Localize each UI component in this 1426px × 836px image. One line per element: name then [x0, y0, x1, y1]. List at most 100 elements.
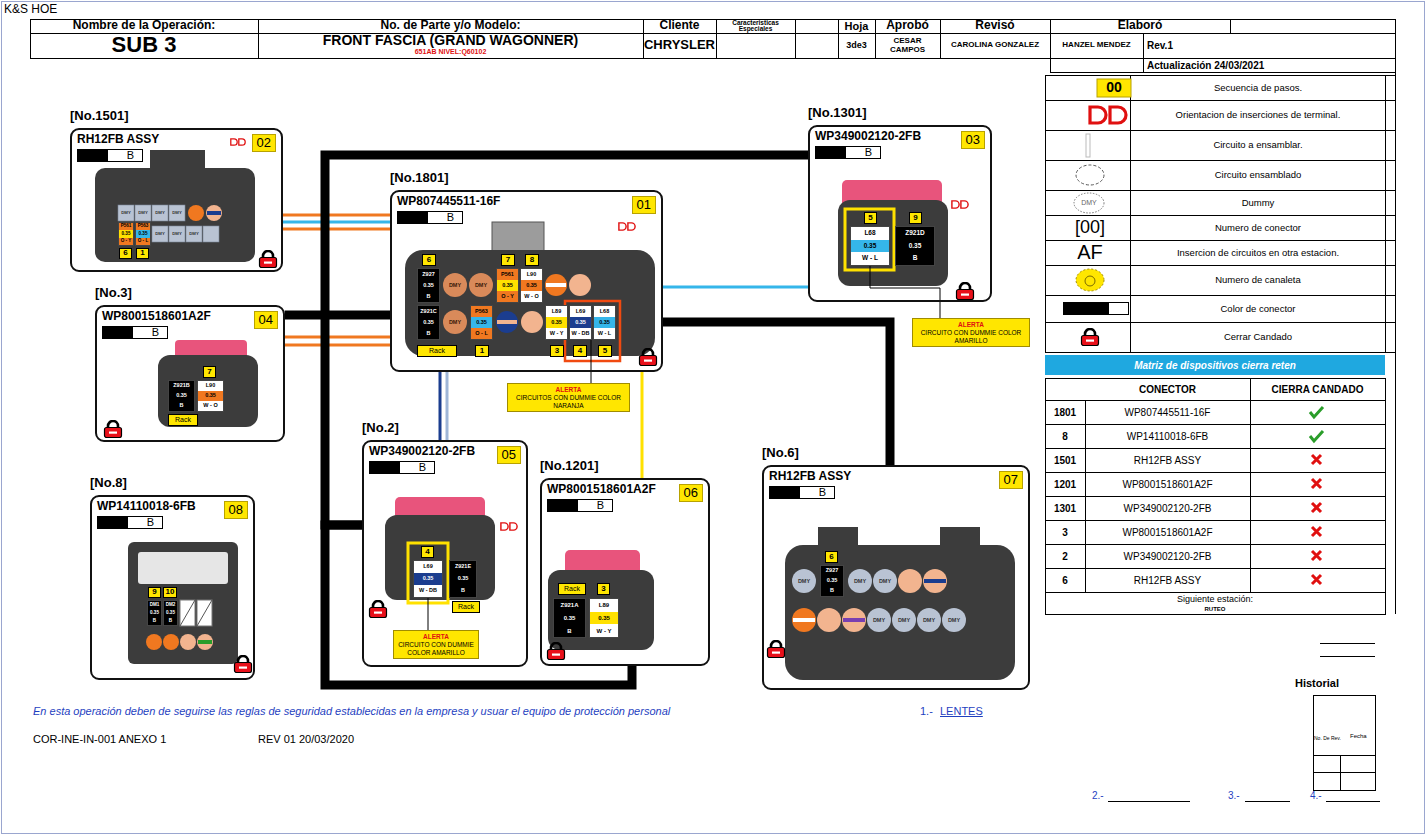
connector-number: [No.6] [762, 445, 799, 460]
table-cell: WP349002120-2FB [1085, 544, 1250, 568]
device-matrix-part [1312, 503, 1321, 512]
header-grid-part [838, 19, 839, 58]
connector-1501-art-part [206, 205, 222, 221]
circuit-cell: Z921B0.35B [168, 380, 195, 412]
callout-number: 3 [597, 583, 610, 595]
color-bar [769, 486, 799, 499]
connector-1801-art-part [405, 250, 655, 356]
device-matrix-part [1312, 455, 1321, 464]
footer-lines-part [1108, 801, 1190, 802]
color-code: B [107, 149, 143, 162]
callout-number: 6 [119, 248, 132, 259]
circuit-cell: L690.35W - DB [569, 305, 592, 340]
circuit-cell: DM10.35B [147, 600, 162, 626]
callout-number: 9 [909, 212, 922, 224]
connector-color: B [97, 516, 163, 529]
cell-line: L90 [521, 269, 542, 280]
connector-number: [No.1501] [70, 108, 129, 123]
rack-tag: Rack [558, 583, 586, 595]
dummy-mark: DMY [186, 226, 202, 242]
cell-line: 0.35 [136, 230, 150, 237]
label-text: En esta operación deben de seguirse las … [33, 705, 670, 717]
header-grid-part [30, 33, 1395, 34]
device-matrix-part [1312, 575, 1321, 584]
alert-title: ALERTA [397, 633, 475, 641]
wire-line [663, 322, 890, 465]
device-matrix-part-part [1045, 496, 1385, 497]
connector-1801-art-part [443, 273, 467, 297]
connector-color: B [102, 326, 168, 339]
cell-line: 0.35 [471, 317, 492, 328]
header-grid-part [1050, 19, 1051, 72]
connector-box: [No.6]RH12FB ASSYB07Z9270.35B [762, 465, 1030, 690]
cell-line: Z921A [554, 599, 585, 612]
wire-line [591, 340, 592, 383]
alert-note: ALERTACIRCUITO CON DUMMIE COLOR AMARILLO [393, 630, 479, 659]
device-matrix-part [1312, 551, 1321, 560]
cell-line: 0.35 [521, 280, 542, 291]
cell-line: B [164, 617, 177, 625]
connector-8-art-part [146, 634, 162, 650]
label-text: Cliente [643, 19, 716, 33]
circuit-cell: L680.35W - L [593, 305, 616, 340]
cell-line: 0.35 [554, 612, 585, 625]
alert-text: CIRCUITO CON DUMMIE COLOR AMARILLO [916, 329, 1026, 345]
cell-line: W - DB [570, 328, 591, 339]
wire-line [663, 286, 808, 289]
callout-number: 8 [525, 254, 539, 266]
legend-icons-part [1085, 276, 1095, 286]
wire-line [439, 372, 442, 440]
color-code: B [799, 486, 835, 499]
label-text: 2.- [1092, 790, 1104, 801]
legend-icons-part [1076, 269, 1104, 291]
label-text: Actualización 24/03/2021 [1147, 58, 1387, 72]
connector-1501-art-part-part [152, 205, 168, 221]
cell-line: 0.35 [169, 391, 194, 401]
connector-6-art-part [792, 608, 816, 632]
device-matrix-part-part [1045, 520, 1385, 521]
wire-line [325, 525, 632, 685]
connector-8-art-part [197, 634, 213, 650]
dummy-mark: DMY [867, 608, 891, 632]
connector-6-art-part [793, 618, 815, 622]
wire-run [663, 322, 890, 465]
label-text: RUTEO [1045, 605, 1385, 614]
cell-line: 0.35 [546, 317, 567, 328]
legend-text: Numero de conector [1131, 216, 1385, 240]
connector-1501-art-part [207, 211, 221, 215]
header-grid-part [30, 58, 1395, 59]
label-text: Aprobó [875, 19, 940, 33]
connector-1201-art-part [548, 570, 654, 650]
connector-1801-art [405, 222, 657, 366]
callout-number: 3 [550, 345, 564, 357]
label-text: Siguiente estación: [1045, 594, 1385, 605]
legend-grid-part [1045, 265, 1395, 266]
color-bar [369, 461, 399, 474]
wire-line [283, 221, 390, 224]
label-text: Historial [1295, 677, 1339, 689]
cell-line: Z921C [418, 306, 439, 317]
footer-lines-part [1245, 801, 1290, 802]
label-text: Hoja [838, 19, 875, 33]
cell-line: 0.35 [851, 240, 889, 253]
legend-grid-part [1045, 240, 1395, 241]
cell-line: B [450, 585, 476, 597]
legend-icons [1063, 79, 1131, 346]
connector-1801-art-part [521, 311, 543, 333]
connector-1801-art-part [619, 223, 635, 230]
color-bar [77, 149, 107, 162]
label-text: HANZEL MENDEZ [1050, 33, 1143, 58]
rack-tag: Rack [168, 414, 198, 426]
legend-text: Orientacion de inserciones de terminal. [1131, 101, 1385, 130]
callout-number: 10 [163, 587, 177, 598]
circuit-cell: L900.35W - O [520, 268, 543, 303]
wire-run [663, 287, 808, 288]
table-cell: 8 [1045, 424, 1085, 448]
legend-icons-part [1074, 193, 1104, 213]
device-matrix-part [1045, 378, 1386, 615]
connector-1501-art-part-part [152, 226, 168, 242]
connector-number: [No.8] [90, 475, 127, 490]
label-text: Revisó [940, 19, 1050, 33]
connector-1501-art-part [260, 251, 277, 268]
connector-box: [No.1301]WP349002120-2FBB03L680.35W - LZ… [808, 125, 992, 302]
